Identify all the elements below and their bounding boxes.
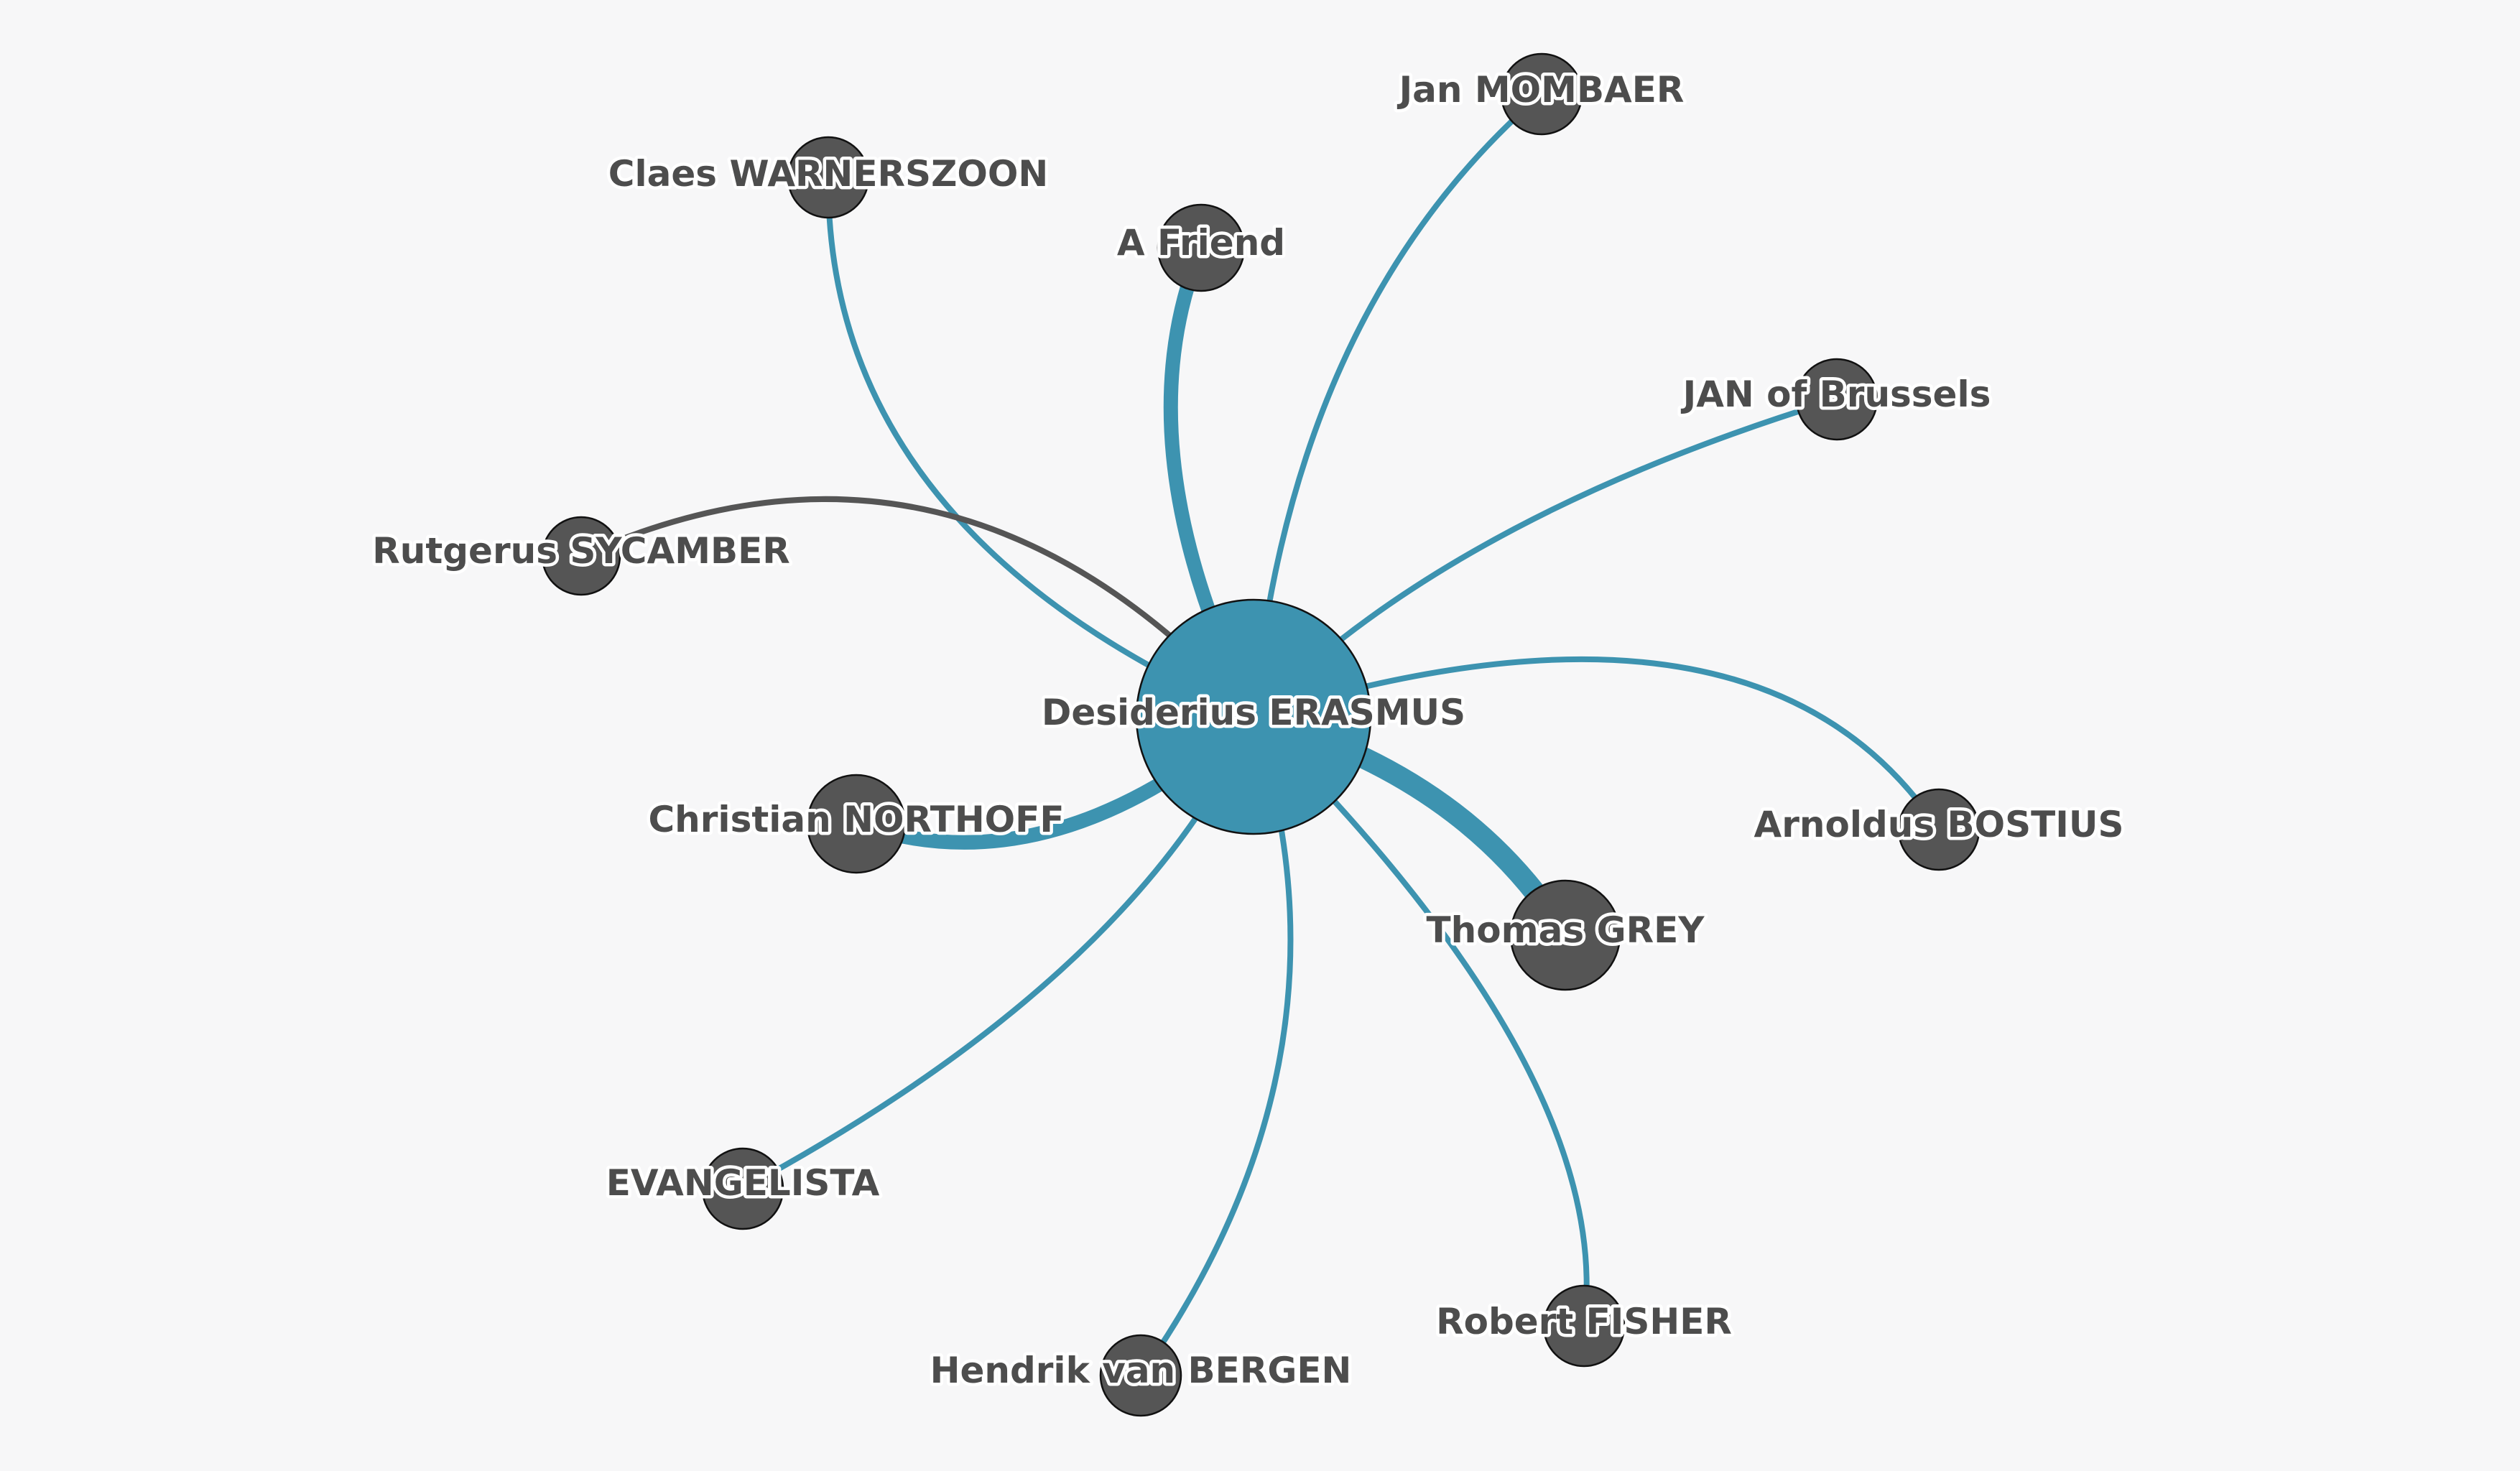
node-label-grey: Thomas GREY [1427,909,1705,951]
node-friend[interactable] [1157,203,1246,292]
node-evangelista[interactable] [701,1147,784,1230]
node-label-friend: A Friend [1117,222,1285,264]
node-label-mombaer: Jan MOMBAER [1397,69,1685,111]
edge-erasmus-sycamber [578,496,1256,720]
node-bostius[interactable] [1897,788,1981,871]
node-warnerszoon[interactable] [787,136,870,219]
node-jan_brussels[interactable] [1795,358,1879,441]
node-label-jan_brussels: JAN of Brussels [1681,373,1991,415]
node-bergen[interactable] [1099,1334,1182,1417]
node-label-sycamber: Rutgerus SYCAMBER [372,530,789,572]
labels-layer: Jan MOMBAER Claes WARNERSZOON A FriendJAN … [369,66,2127,1395]
node-label-evangelista: EVANGELISTA [606,1162,880,1204]
node-label-northoff: Christian NORTHOFF [648,799,1064,840]
node-mombaer[interactable] [1500,52,1583,136]
nodes-layer [541,52,1981,1417]
node-grey[interactable] [1509,879,1621,991]
node-fisher[interactable] [1542,1284,1626,1368]
edge-erasmus-bostius [1251,656,1942,832]
node-label-warnerszoon: Claes WARNERSZOON [608,153,1048,195]
node-northoff[interactable] [806,774,907,874]
node-label-bostius: Arnoldus BOSTIUS [1754,804,2124,845]
node-sycamber[interactable] [541,516,621,596]
node-label-bergen: Hendrik van BERGEN [930,1350,1352,1391]
node-label-erasmus: Desiderius ERASMUS [1042,692,1465,733]
node-label-fisher: Robert FISHER [1436,1301,1732,1342]
node-erasmus-center[interactable] [1135,598,1372,835]
edge-erasmus-fisher [1251,714,1590,1329]
edge-erasmus-warnerszoon [825,175,1256,720]
